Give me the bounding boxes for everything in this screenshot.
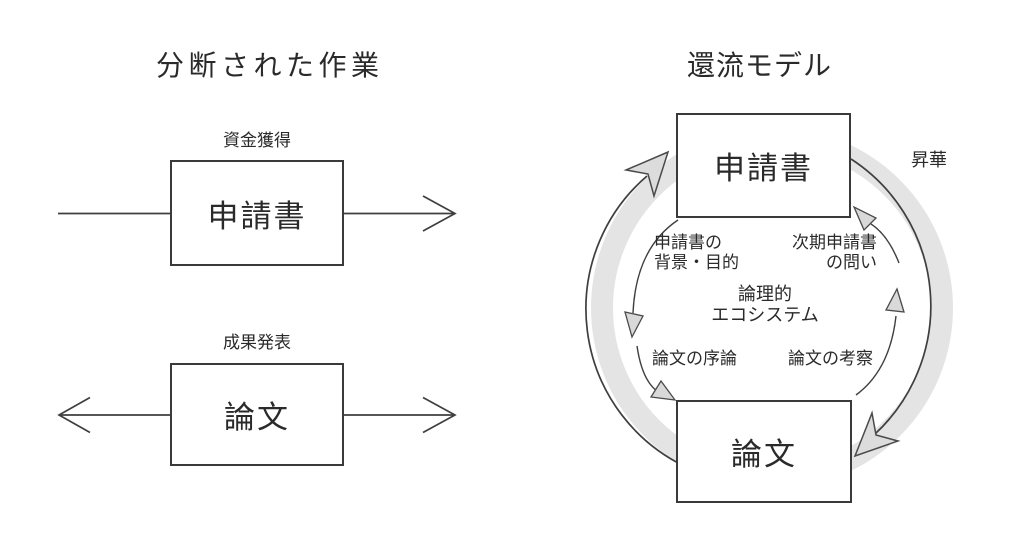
application-box-left: 申請書 <box>170 160 344 266</box>
next-application-question-line1: 次期申請書 <box>792 233 877 253</box>
app-background-purpose-line1: 申請書の <box>654 233 722 253</box>
big-arrowhead-down-left <box>853 410 901 458</box>
logical-ecosystem-label: 論理的 エコシステム <box>690 284 840 326</box>
cycle-outer-arrow-left <box>585 150 685 467</box>
logical-ecosystem-line2: エコシステム <box>711 305 819 326</box>
arrowhead-right-open <box>422 195 457 232</box>
logical-ecosystem-line1: 論理的 <box>738 284 792 305</box>
arrowhead-right-open <box>422 396 457 434</box>
application-box-cycle: 申請書 <box>676 113 851 218</box>
small-arrowhead-up-left <box>852 205 878 232</box>
cycle-outer-arrow-right <box>850 158 932 458</box>
paper-discussion-label: 論文の考察 <box>788 349 873 369</box>
arrow-through-application <box>58 195 457 232</box>
presentation-label: 成果発表 <box>223 333 291 353</box>
cycle-inner-arrow-bottom-left <box>636 345 677 401</box>
paper-introduction-label: 論文の序論 <box>652 349 737 369</box>
paper-box-left: 論文 <box>170 363 344 466</box>
application-box-cycle-label: 申請書 <box>714 151 813 187</box>
cycle-inner-arrow-top-left <box>624 219 679 339</box>
app-background-purpose-label: 申請書の 背景・目的 <box>654 233 739 273</box>
arrow-through-paper <box>57 396 457 434</box>
small-arrowhead-up <box>884 287 905 313</box>
paper-box-cycle-label: 論文 <box>731 437 797 473</box>
next-application-question-label: 次期申請書 の問い <box>792 233 877 273</box>
cycle-inner-arrow-top-right <box>852 205 900 264</box>
app-background-purpose-line2: 背景・目的 <box>654 253 739 273</box>
big-arrowhead-up-right <box>623 150 670 199</box>
right-diagram-title: 還流モデル <box>687 49 833 82</box>
small-arrowhead-down-right <box>649 379 677 401</box>
funding-label: 資金獲得 <box>223 131 291 151</box>
paper-box-cycle: 論文 <box>676 400 852 503</box>
small-arrowhead-down <box>624 311 644 339</box>
left-diagram-title: 分断された作業 <box>156 49 384 82</box>
paper-box-left-label: 論文 <box>224 400 290 436</box>
sublimation-label: 昇華 <box>911 150 947 171</box>
application-box-left-label: 申請書 <box>207 198 307 235</box>
arrowhead-left-open <box>57 396 91 434</box>
cycle-inner-arrow-bottom-right <box>855 287 905 396</box>
next-application-question-line2: の問い <box>826 253 877 273</box>
